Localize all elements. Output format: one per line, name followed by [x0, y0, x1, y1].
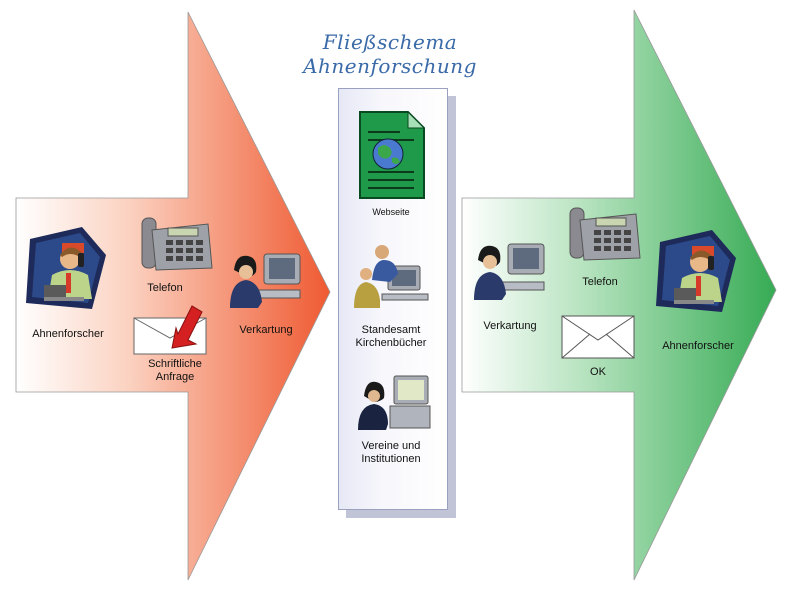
left-arrow: [15, 11, 331, 581]
right-arrow: [461, 9, 777, 581]
left-verkartung-label: Verkartung: [239, 324, 293, 336]
right-ahnenforscher-label: Ahnenforscher: [662, 340, 734, 352]
standesamt-label: Standesamt Kirchenbücher: [355, 324, 427, 349]
left-ahnenforscher-label: Ahnenforscher: [32, 328, 104, 340]
ok-label: OK: [590, 366, 606, 378]
webseite-label: Webseite: [372, 207, 410, 217]
computer-user-icon: [230, 253, 301, 308]
left-telefon-label: Telefon: [147, 282, 183, 294]
letter-envelope-icon: [133, 305, 207, 355]
vereine-label: Vereine und Institutionen: [361, 440, 421, 465]
office-desk-computer-icon: [358, 375, 431, 430]
right-verkartung-label: Verkartung: [483, 320, 537, 332]
telephone-icon: [569, 207, 641, 261]
envelope-icon: [561, 315, 635, 359]
telephone-icon: [141, 217, 213, 271]
right-telefon-label: Telefon: [582, 276, 618, 288]
computer-user-icon: [474, 243, 545, 300]
office-workers-icon: [354, 245, 429, 308]
left-anfrage-label: Schriftliche Anfrage: [148, 358, 202, 383]
researcher-phone-icon: [656, 230, 736, 312]
researcher-phone-icon: [26, 227, 106, 309]
diagram-title: Fließschema Ahnenforschung: [303, 30, 477, 78]
web-document-globe-icon: [359, 110, 426, 199]
